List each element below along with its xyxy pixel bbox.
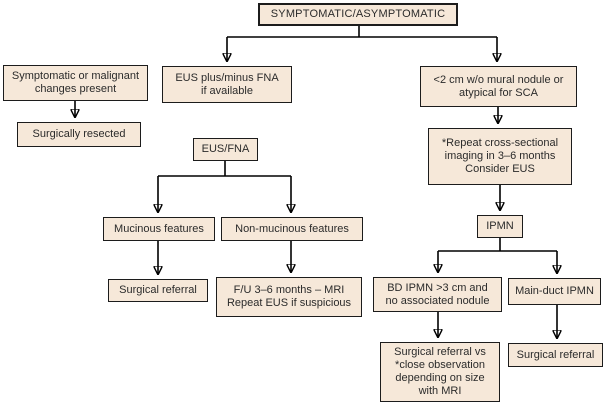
node-surgical-referral-main-duct: Surgical referral [508,343,603,367]
node-eus-plus-minus-fna: EUS plus/minus FNA if available [162,66,292,103]
node-symptomatic-asymptomatic: SYMPTOMATIC/ASYMPTOMATIC [258,3,458,26]
node-lt-2cm-no-mural-nodule: <2 cm w/o mural nodule or atypical for S… [420,66,577,107]
node-fu-3-6-months-mri: F/U 3–6 months – MRI Repeat EUS if suspi… [216,277,362,317]
node-surgical-referral-vs-observation: Surgical referral vs *close observation … [380,342,500,402]
node-surgical-referral-mucinous: Surgical referral [108,279,208,302]
node-non-mucinous-features: Non-mucinous features [221,217,363,241]
node-eus-fna: EUS/FNA [193,138,258,161]
node-ipmn: IPMN [477,215,523,238]
node-main-duct-ipmn: Main-duct IPMN [508,278,601,305]
node-symptomatic-malignant-changes: Symptomatic or malignant changes present [3,65,148,101]
node-repeat-cross-sectional-imaging: *Repeat cross-sectional imaging in 3–6 m… [428,128,572,185]
node-mucinous-features: Mucinous features [103,217,215,241]
node-surgically-resected: Surgically resected [17,122,141,147]
node-bd-ipmn-gt3cm: BD IPMN >3 cm and no associated nodule [373,277,502,312]
